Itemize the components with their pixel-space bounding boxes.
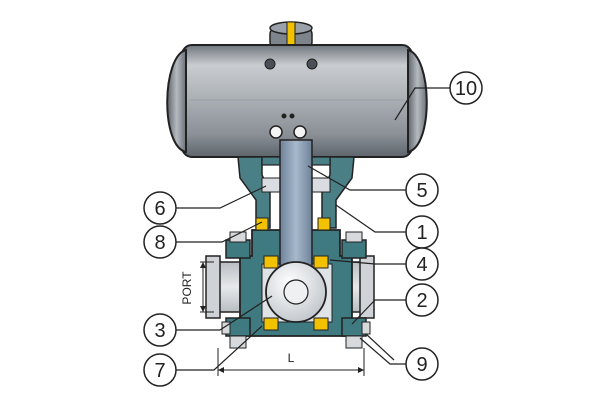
seals (255, 217, 331, 331)
callout-7-label: 7 (154, 360, 165, 382)
callout-4-label: 4 (416, 254, 427, 276)
callout-1-label: 1 (416, 222, 427, 244)
callout-7: 7 (143, 353, 177, 387)
callout-3: 3 (143, 313, 177, 347)
callout-6: 6 (143, 191, 177, 225)
callout-2-label: 2 (416, 290, 427, 312)
callout-4: 4 (405, 247, 439, 281)
length-dimension: L (217, 348, 365, 376)
callout-10-label: 10 (455, 78, 477, 100)
actuator-right-cap (407, 48, 428, 154)
leader-lines (176, 87, 452, 371)
callout-6-label: 6 (154, 198, 165, 220)
length-label: L (288, 351, 295, 365)
callout-8-label: 8 (154, 232, 165, 254)
actuator (166, 21, 428, 158)
port-dimension: PORT (180, 261, 214, 313)
position-indicator (269, 21, 313, 49)
callout-3-label: 3 (154, 320, 165, 342)
callout-9-label: 9 (416, 354, 427, 376)
port-label: PORT (180, 271, 194, 305)
ball (265, 261, 327, 323)
callout-1: 1 (405, 215, 439, 249)
valve-stem (279, 139, 313, 281)
callout-2: 2 (405, 283, 439, 317)
callout-10: 10 (449, 71, 483, 105)
callout-9: 9 (405, 347, 439, 381)
callout-5: 5 (405, 173, 439, 207)
callout-8: 8 (143, 225, 177, 259)
callout-5-label: 5 (416, 180, 427, 202)
actuator-left-cap (166, 48, 187, 154)
